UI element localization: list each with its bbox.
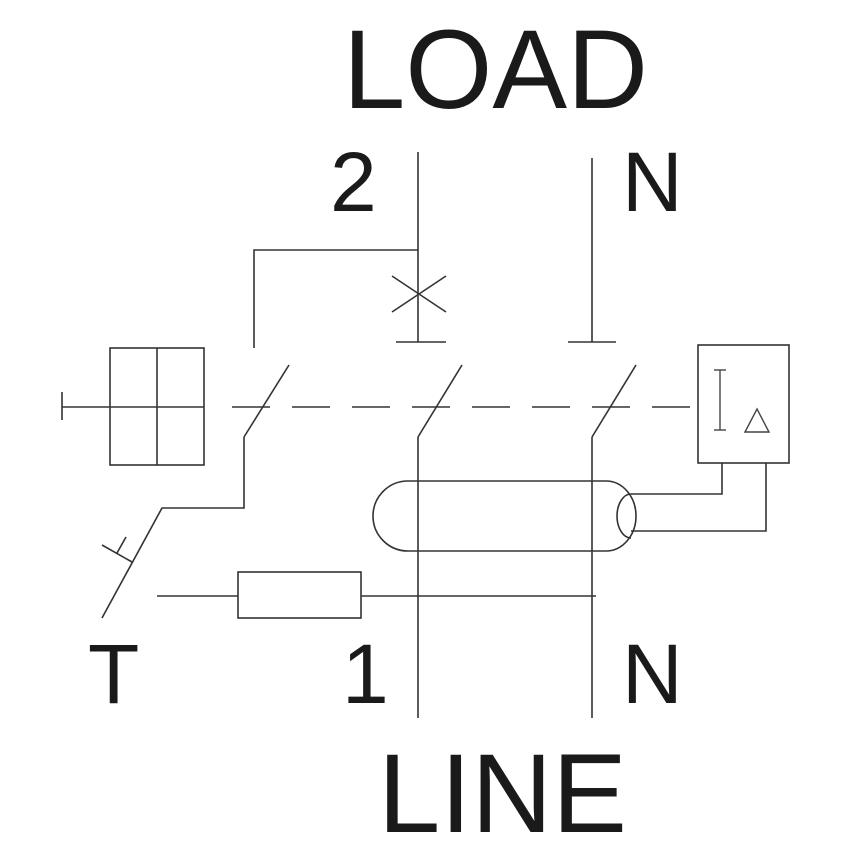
overcurrent-trip-cross-icon [391, 275, 447, 313]
terminal-load-phase: 2 [330, 135, 377, 229]
sense-wire-1 [631, 463, 723, 495]
terminal-test: T [88, 627, 140, 721]
toroid-transformer [372, 480, 637, 552]
trip-mechanism-box [61, 347, 205, 466]
terminal-line-phase: 1 [342, 627, 389, 721]
test-lead-wire [101, 437, 245, 619]
current-i-icon [714, 369, 726, 431]
residual-current-relay-box [697, 344, 790, 464]
load-label: LOAD [343, 7, 648, 132]
test-tap-wire [253, 249, 418, 348]
sense-wire-2 [631, 463, 767, 532]
test-switch-blade [243, 364, 290, 438]
terminal-load-neutral: N [622, 135, 683, 229]
toroid-sense-coil [616, 493, 632, 539]
delta-icon [743, 407, 771, 433]
line-label: LINE [378, 731, 627, 856]
terminal-line-neutral: N [622, 627, 683, 721]
test-resistor [237, 571, 362, 619]
neutral-switch-blade [591, 364, 637, 438]
phase-switch-blade [417, 364, 463, 438]
test-button-icon [101, 536, 133, 563]
